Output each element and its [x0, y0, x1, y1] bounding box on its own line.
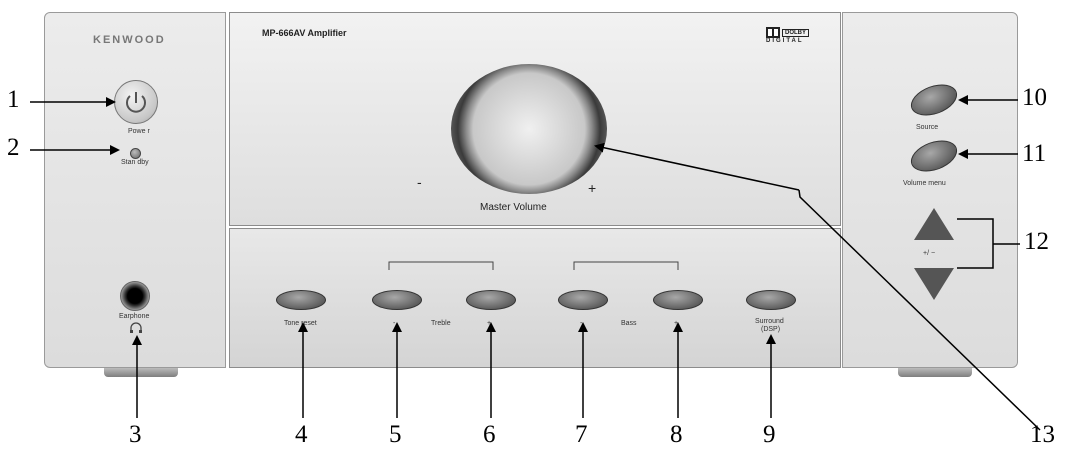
master-volume-knob[interactable] — [451, 64, 607, 194]
callout-2: 2 — [7, 134, 20, 161]
earphone-label: Earphone — [119, 313, 150, 320]
earphone-jack[interactable] — [120, 281, 150, 311]
callout-13: 13 — [1030, 421, 1055, 448]
volume-up-button[interactable] — [914, 208, 954, 240]
surround-label-line2: (DSP) — [761, 326, 781, 333]
dolby-digital-text: DIGITAL — [766, 38, 804, 44]
center-bottom-panel — [229, 228, 841, 368]
source-label: Source — [916, 124, 939, 131]
callout-9: 9 — [763, 421, 776, 448]
dolby-logo: DOLBY DIGITAL — [766, 27, 809, 44]
callout-8: 8 — [670, 421, 683, 448]
callout-11: 11 — [1022, 140, 1047, 167]
callout-6: 6 — [483, 421, 496, 448]
bass-label: Bass — [621, 320, 637, 327]
surround-label-line1: Surround — [755, 318, 784, 325]
power-icon — [126, 92, 146, 113]
callout-1: 1 — [7, 86, 20, 113]
volume-down-button[interactable] — [914, 268, 954, 300]
treble-plus-button[interactable] — [466, 290, 516, 310]
model-label: MP-666AV Amplifier — [262, 28, 347, 38]
headphone-icon — [130, 322, 142, 333]
treble-label: Treble — [431, 320, 451, 327]
surround-button[interactable] — [746, 290, 796, 310]
bass-plus-button[interactable] — [653, 290, 703, 310]
master-volume-label: Master Volume — [480, 202, 547, 213]
callout-12: 12 — [1024, 228, 1049, 255]
brand-logo: KENWOOD — [93, 34, 166, 46]
volume-plus-mark: + — [588, 180, 597, 196]
power-label: Powe r — [128, 128, 150, 135]
dolby-text: DOLBY — [782, 28, 809, 37]
callout-7: 7 — [575, 421, 588, 448]
volume-minus-mark: - — [417, 174, 422, 190]
callout-10: 10 — [1022, 84, 1047, 111]
left-foot — [104, 368, 178, 377]
callout-4: 4 — [295, 421, 308, 448]
plus-minus-label: +/ − — [923, 250, 936, 257]
standby-indicator — [130, 148, 141, 159]
callout-3: 3 — [129, 421, 142, 448]
standby-label: Stan dby — [121, 159, 149, 166]
bass-minus-button[interactable] — [558, 290, 608, 310]
treble-minus-button[interactable] — [372, 290, 422, 310]
right-panel — [842, 12, 1018, 368]
tone-reset-button[interactable] — [276, 290, 326, 310]
power-button[interactable] — [114, 80, 158, 124]
volume-menu-label: Volume menu — [903, 180, 946, 187]
dolby-icon — [766, 27, 780, 38]
callout-5: 5 — [389, 421, 402, 448]
right-foot — [898, 368, 972, 377]
